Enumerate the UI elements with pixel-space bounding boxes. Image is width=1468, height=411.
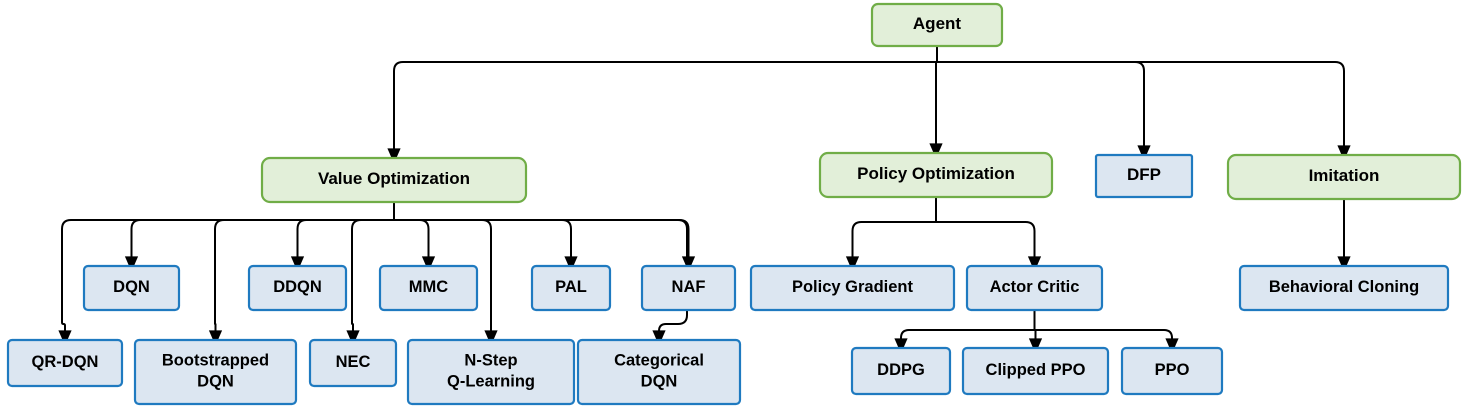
node-label-actor-critic: Actor Critic (990, 278, 1080, 296)
node-policy-optimization[interactable]: Policy Optimization (818, 151, 1054, 199)
node-naf[interactable]: NAF (640, 264, 737, 312)
node-box-dfp (1094, 153, 1194, 199)
edge-agent-to-value-optimization (387, 61, 937, 164)
node-box-naf (640, 264, 737, 312)
node-box-ddqn (247, 264, 348, 312)
edge-actor-critic-to-ppo (1034, 329, 1179, 354)
node-label-dqn: DQN (113, 278, 150, 296)
node-label-pal: PAL (555, 278, 587, 296)
node-label-policy-optimization: Policy Optimization (857, 164, 1015, 183)
node-value-optimization[interactable]: Value Optimization (260, 156, 528, 204)
edge-actor-critic-to-clipped-ppo (1028, 329, 1043, 354)
node-box-qr-dqn (6, 338, 124, 388)
node-mmc[interactable]: MMC (378, 264, 479, 312)
edge-value-optimization-to-bootstrapped-dqn (208, 219, 394, 346)
node-imitation[interactable]: Imitation (1226, 153, 1462, 201)
node-label-nec: NEC (336, 353, 371, 371)
edge-policy-optimization-to-policy-gradient (845, 221, 936, 272)
node-label-naf: NAF (672, 278, 706, 296)
edge-agent-to-imitation (937, 61, 1351, 161)
node-behavioral-cloning[interactable]: Behavioral Cloning (1238, 264, 1450, 312)
node-label-qr-dqn: QR-DQN (32, 353, 99, 371)
node-box-bootstrapped-dqn (133, 338, 298, 406)
edge-policy-optimization-to-actor-critic (936, 221, 1042, 272)
edge-value-optimization-to-dqn (124, 219, 394, 272)
edge-value-optimization-to-qr-dqn (58, 219, 394, 346)
node-pal[interactable]: PAL (530, 264, 612, 312)
edge-value-optimization-to-mmc (394, 219, 436, 272)
node-dfp[interactable]: DFP (1094, 153, 1194, 199)
node-ppo[interactable]: PPO (1120, 346, 1224, 396)
edge-layer (58, 46, 1351, 354)
node-box-agent (870, 2, 1004, 48)
node-box-pal (530, 264, 612, 312)
node-box-value-optimization (260, 156, 528, 204)
node-label-mmc: MMC (409, 278, 448, 296)
edge-actor-critic-to-ddpg (894, 329, 1035, 354)
node-dqn[interactable]: DQN (82, 264, 181, 312)
node-box-ddpg (850, 346, 952, 396)
node-box-categorical-dqn (576, 338, 742, 406)
node-box-dqn (82, 264, 181, 312)
node-ddpg[interactable]: DDPG (850, 346, 952, 396)
node-policy-gradient[interactable]: Policy Gradient (749, 264, 956, 312)
node-qr-dqn[interactable]: QR-DQN (6, 338, 124, 388)
node-label-dfp: DFP (1127, 165, 1161, 184)
node-label-clipped-ppo: Clipped PPO (986, 361, 1086, 379)
node-actor-critic[interactable]: Actor Critic (965, 264, 1104, 312)
node-nec[interactable]: NEC (308, 338, 398, 388)
node-box-nec (308, 338, 398, 388)
node-label-imitation: Imitation (1309, 166, 1380, 185)
edge-value-optimization-to-ddqn (290, 219, 394, 272)
edge-value-optimization-to-pal (394, 219, 578, 272)
node-label-ppo: PPO (1155, 361, 1190, 379)
edge-agent-to-dfp (937, 61, 1151, 161)
node-label-value-optimization: Value Optimization (318, 169, 470, 188)
edge-value-optimization-to-nec (346, 219, 394, 346)
node-box-clipped-ppo (961, 346, 1110, 396)
node-box-behavioral-cloning (1238, 264, 1450, 312)
node-label-policy-gradient: Policy Gradient (792, 278, 914, 296)
node-box-policy-optimization (818, 151, 1054, 199)
node-agent[interactable]: Agent (870, 2, 1004, 48)
edge-value-optimization-to-naf (394, 219, 696, 272)
node-ddqn[interactable]: DDQN (247, 264, 348, 312)
node-box-ppo (1120, 346, 1224, 396)
node-box-imitation (1226, 153, 1462, 201)
node-label-behavioral-cloning: Behavioral Cloning (1269, 278, 1419, 296)
node-box-policy-gradient (749, 264, 956, 312)
node-label-ddpg: DDPG (877, 361, 925, 379)
node-label-ddqn: DDQN (273, 278, 322, 296)
node-box-n-step-q-learning (406, 338, 576, 406)
node-label-agent: Agent (913, 14, 962, 33)
node-box-mmc (378, 264, 479, 312)
node-box-actor-critic (965, 264, 1104, 312)
node-clipped-ppo[interactable]: Clipped PPO (961, 346, 1110, 396)
edge-agent-to-policy-optimization (929, 61, 943, 159)
